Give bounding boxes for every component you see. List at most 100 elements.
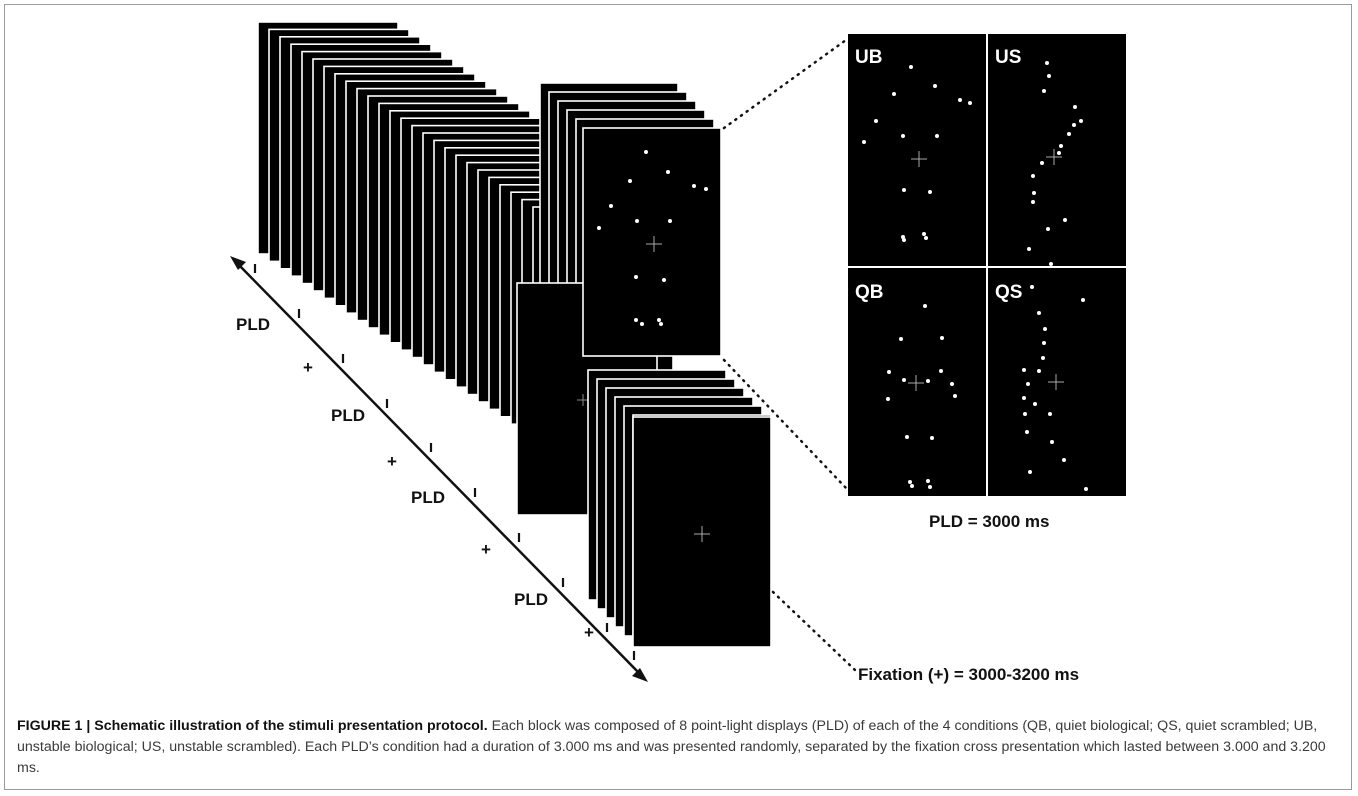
- point-light-dot: [1031, 174, 1035, 178]
- point-light-dot: [1084, 487, 1088, 491]
- point-light-dot: [1042, 89, 1046, 93]
- timeline-label-fixation-2: +: [387, 452, 397, 471]
- point-light-dot: [899, 337, 903, 341]
- timeline-label-pld-1: PLD: [236, 315, 270, 334]
- point-light-dot: [1062, 458, 1066, 462]
- point-light-dot: [1025, 430, 1029, 434]
- point-light-dot: [1063, 218, 1067, 222]
- point-light-dot: [1050, 440, 1054, 444]
- point-light-dot: [668, 219, 672, 223]
- point-light-dot: [874, 119, 878, 123]
- panel-qs-label: QS: [995, 282, 1022, 303]
- point-light-dot: [923, 304, 927, 308]
- point-light-dot: [1030, 285, 1034, 289]
- point-light-dot: [1032, 191, 1036, 195]
- point-light-dot: [1072, 123, 1076, 127]
- point-light-dot: [939, 369, 943, 373]
- conditions-grid: UB US QB QS: [848, 34, 1126, 496]
- point-light-dot: [1037, 311, 1041, 315]
- point-light-dot: [634, 318, 638, 322]
- point-light-dot: [1059, 144, 1063, 148]
- timeline-label-fixation-3: +: [481, 540, 491, 559]
- timeline-arrow: [230, 256, 648, 682]
- point-light-dot: [609, 204, 613, 208]
- point-light-dot: [640, 322, 644, 326]
- point-light-dot: [628, 179, 632, 183]
- point-light-dot: [1022, 368, 1026, 372]
- point-light-dot: [1057, 151, 1061, 155]
- caption-text: Each block was composed of 8 point-light…: [17, 718, 1326, 776]
- fixation-duration-label: Fixation (+) = 3000-3200 ms: [858, 665, 1079, 684]
- timeline-label-fixation-4: +: [584, 623, 594, 642]
- point-light-dot: [1033, 402, 1037, 406]
- point-light-dot: [1041, 356, 1045, 360]
- point-light-dot: [704, 187, 708, 191]
- timeline-label-pld-3: PLD: [411, 488, 445, 507]
- point-light-dot: [909, 65, 913, 69]
- point-light-dot: [928, 485, 932, 489]
- point-light-dot: [1023, 412, 1027, 416]
- panel-us-label: US: [995, 47, 1021, 68]
- point-light-dot: [862, 140, 866, 144]
- point-light-dot: [901, 134, 905, 138]
- point-light-dot: [940, 336, 944, 340]
- front-frame-fixation: [632, 416, 772, 648]
- point-light-dot: [887, 370, 891, 374]
- point-light-dot: [892, 92, 896, 96]
- figure-illustration: PLD + PLD + PLD + PLD + UB US QB QS PLD …: [230, 21, 1126, 684]
- caption-label: FIGURE 1 | Schematic illustration of the…: [17, 718, 488, 734]
- point-light-dot: [1045, 61, 1049, 65]
- timeline-label-pld-4: PLD: [514, 590, 548, 609]
- point-light-dot: [910, 484, 914, 488]
- point-light-dot: [968, 101, 972, 105]
- point-light-dot: [1027, 247, 1031, 251]
- point-light-dot: [657, 318, 661, 322]
- point-light-dot: [659, 322, 663, 326]
- timeline-ticks: [253, 264, 636, 660]
- point-light-dot: [953, 394, 957, 398]
- point-light-dot: [1040, 161, 1044, 165]
- panel-ub: [848, 34, 986, 266]
- point-light-dot: [1079, 119, 1083, 123]
- point-light-dot: [922, 232, 926, 236]
- point-light-dot: [666, 170, 670, 174]
- point-light-dot: [1081, 298, 1085, 302]
- point-light-dot: [926, 379, 930, 383]
- point-light-dot: [930, 436, 934, 440]
- point-light-dot: [935, 134, 939, 138]
- front-pld-frame: [582, 127, 722, 357]
- panel-us: [988, 34, 1126, 266]
- point-light-dot: [958, 98, 962, 102]
- figure-caption: FIGURE 1 | Schematic illustration of the…: [17, 716, 1341, 779]
- point-light-dot: [928, 190, 932, 194]
- point-light-dot: [1028, 470, 1032, 474]
- pld-duration-label: PLD = 3000 ms: [929, 512, 1050, 531]
- point-light-dot: [924, 236, 928, 240]
- point-light-dot: [950, 382, 954, 386]
- panel-qb-label: QB: [855, 282, 884, 303]
- point-light-dot: [692, 184, 696, 188]
- figure-frame: [4, 4, 1352, 790]
- point-light-dot: [926, 479, 930, 483]
- point-light-dot: [662, 278, 666, 282]
- point-light-dot: [902, 378, 906, 382]
- point-light-dot: [597, 226, 601, 230]
- point-light-dot: [1031, 200, 1035, 204]
- timeline-label-pld-2: PLD: [331, 406, 365, 425]
- point-light-dot: [933, 84, 937, 88]
- point-light-dot: [1048, 412, 1052, 416]
- point-light-dot: [1046, 227, 1050, 231]
- timeline-label-fixation-1: +: [303, 358, 313, 377]
- point-light-dot: [1022, 396, 1026, 400]
- panel-qb: [848, 268, 986, 496]
- front-frame-pld: [582, 127, 722, 357]
- point-light-dot: [1047, 74, 1051, 78]
- point-light-dot: [886, 397, 890, 401]
- point-light-dot: [1026, 382, 1030, 386]
- point-light-dot: [1037, 369, 1041, 373]
- point-light-dot: [902, 238, 906, 242]
- point-light-dot: [902, 188, 906, 192]
- point-light-dot: [635, 219, 639, 223]
- panel-ub-label: UB: [855, 47, 882, 68]
- point-light-dot: [905, 435, 909, 439]
